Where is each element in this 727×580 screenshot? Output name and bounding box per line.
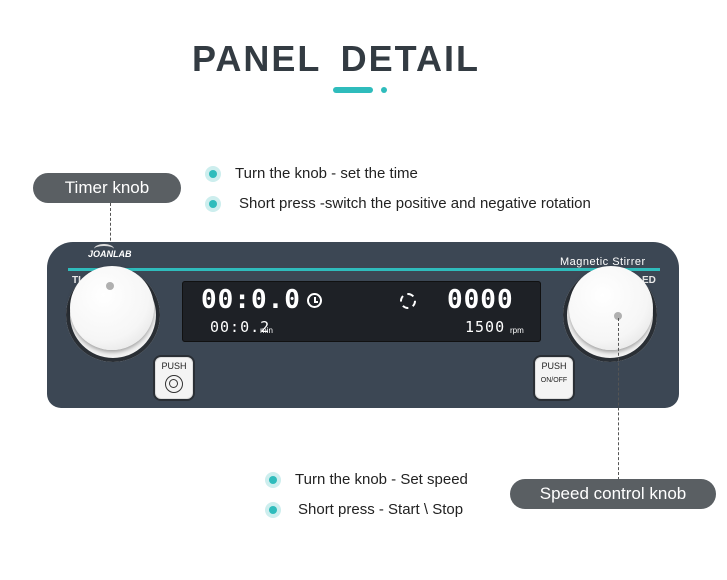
timer-push-button[interactable]: PUSH	[155, 357, 193, 399]
speed-unit: rpm	[510, 326, 524, 335]
timer-edge-label: TI	[72, 275, 81, 286]
title-underline	[333, 87, 373, 93]
bullet-dot-icon	[265, 472, 281, 488]
speed-push-button[interactable]: PUSH ON/OFF	[535, 357, 573, 399]
rotate-push-icon	[165, 375, 183, 393]
time-actual-value: 00:0.2	[210, 318, 271, 336]
speed-knob-label: Speed control knob	[510, 479, 716, 509]
brand-logo-icon	[94, 244, 114, 254]
speed-knob-indicator	[614, 312, 622, 320]
speed-leader-line	[618, 318, 619, 480]
panel-accent-line	[68, 268, 660, 271]
brand-name: JOANLAB	[88, 249, 132, 259]
rotate-icon	[400, 293, 416, 309]
timer-knob-label: Timer knob	[33, 173, 181, 203]
timer-knob-indicator	[106, 282, 114, 290]
clock-icon	[307, 293, 322, 308]
time-set-value: 00:0.0	[201, 285, 301, 315]
speed-knob[interactable]	[569, 266, 653, 350]
bullet-dot-icon	[265, 502, 281, 518]
speed-set-value: 0000	[447, 285, 514, 315]
bullet-dot-icon	[205, 166, 221, 182]
speed-actual-value: 1500	[465, 318, 506, 336]
speed-edge-label: ED	[642, 275, 656, 286]
model-name: Magnetic Stirrer	[560, 256, 646, 268]
lcd-display	[182, 281, 541, 342]
bullet-dot-icon	[205, 196, 221, 212]
time-unit: min	[260, 326, 273, 335]
timer-knob[interactable]	[70, 266, 154, 350]
title-underline-dot	[381, 87, 387, 93]
page-title: PANEL DETAIL	[191, 38, 480, 79]
